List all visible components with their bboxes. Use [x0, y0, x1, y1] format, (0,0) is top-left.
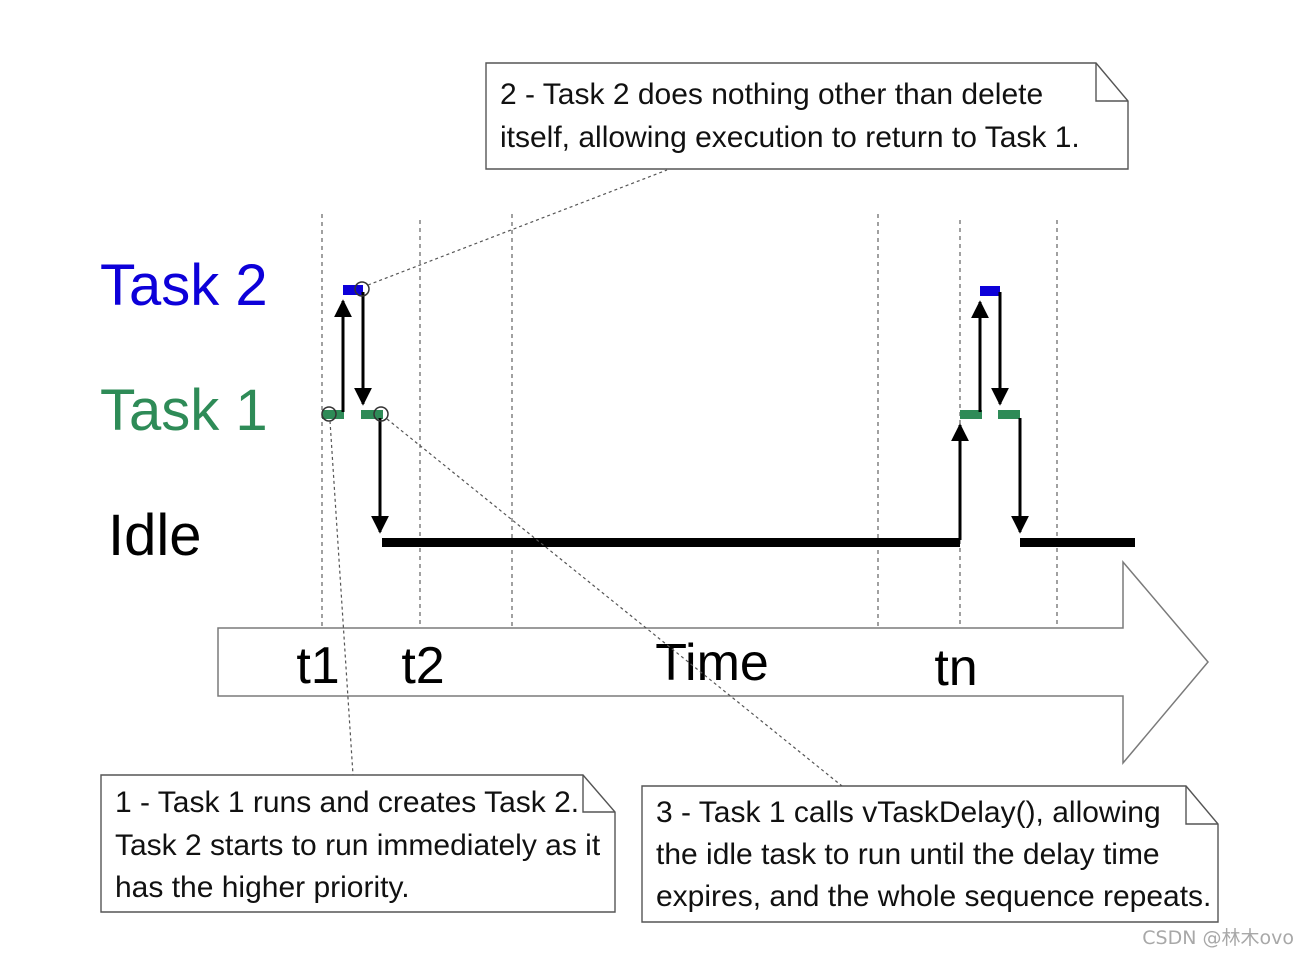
idle-run-bar [382, 538, 960, 547]
row-label-task1: Task 1 [100, 378, 268, 443]
note-fold [582, 775, 615, 813]
note-fold [1095, 63, 1128, 102]
callout-circle [373, 406, 389, 422]
note-fold [1185, 786, 1218, 825]
tick-label-t2: t2 [401, 637, 444, 695]
watermark: CSDN @林木ovo [1142, 927, 1294, 949]
time-label: Time [655, 634, 769, 692]
task2-run-bar [980, 286, 1000, 296]
leader-note-3 [386, 418, 843, 787]
note-3-line-1: 3 - Task 1 calls vTaskDelay(), allowing [656, 796, 1161, 829]
time-axis-arrow [217, 559, 1209, 766]
row-label-task2: Task 2 [100, 253, 268, 318]
leader-note-2 [367, 169, 668, 286]
note-3-line-2: the idle task to run until the delay tim… [656, 838, 1160, 871]
note-1-line-3: has the higher priority. [115, 871, 410, 904]
task1-run-bar [361, 410, 383, 419]
note-3: 3 - Task 1 calls vTaskDelay(), allowing … [641, 785, 1219, 923]
time-gridlines [321, 214, 1058, 628]
note-2-line-2: itself, allowing execution to return to … [500, 121, 1080, 154]
note-box [485, 62, 1129, 170]
callout-leaders [329, 169, 843, 787]
task1-run-bar [322, 410, 344, 419]
note-1-line-1: 1 - Task 1 runs and creates Task 2. [115, 786, 579, 819]
note-3-line-3: expires, and the whole sequence repeats. [656, 880, 1211, 913]
task1-run-bar [960, 410, 982, 419]
note-2-line-1: 2 - Task 2 does nothing other than delet… [500, 78, 1043, 111]
callout-circle [354, 281, 370, 297]
task2-run-bar [343, 285, 363, 295]
note-2: 2 - Task 2 does nothing other than delet… [485, 62, 1129, 170]
idle-run-bar [1020, 538, 1135, 547]
callout-circle [321, 406, 337, 422]
tick-label-t1: t1 [296, 637, 339, 695]
row-label-idle: Idle [108, 503, 202, 568]
tick-label-tn: tn [934, 639, 977, 697]
execution-bars [322, 285, 1135, 547]
note-box [641, 785, 1219, 923]
context-switch-arrows [334, 292, 1029, 540]
note-1-line-2: Task 2 starts to run immediately as it [115, 829, 601, 862]
callout-markers [321, 281, 389, 422]
leader-note-1 [329, 420, 354, 776]
task1-run-bar [998, 410, 1020, 419]
note-box [100, 774, 616, 913]
note-1: 1 - Task 1 runs and creates Task 2. Task… [100, 774, 616, 913]
